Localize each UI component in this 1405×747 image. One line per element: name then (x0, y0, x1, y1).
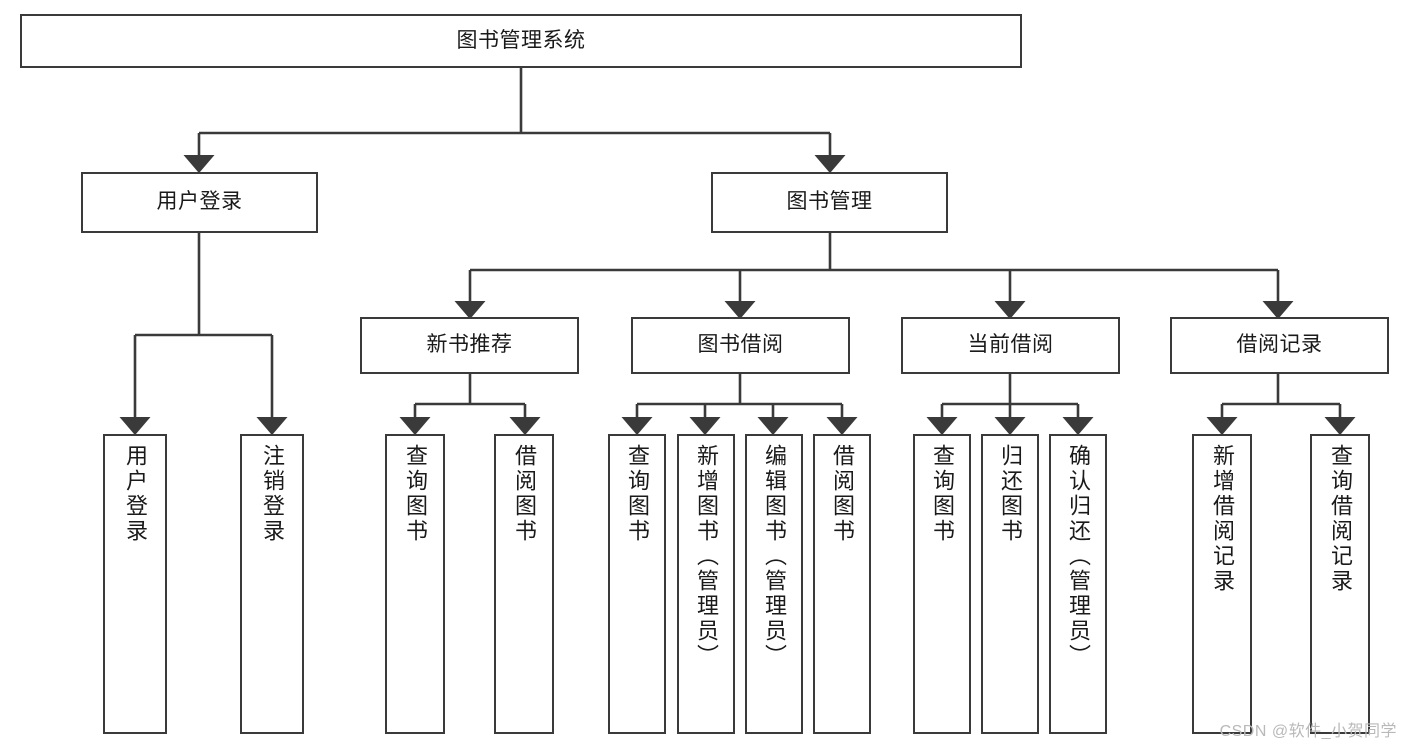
node-leaf-borrow-book-1[interactable]: 借阅图书 (494, 434, 554, 734)
node-leaf-add-book[interactable]: 新增图书（管理员） (677, 434, 735, 734)
node-leaf-borrow-book-1-label: 借阅图书 (512, 444, 537, 544)
node-borrow-record-label: 借阅记录 (1236, 333, 1323, 357)
node-leaf-edit-book-label: 编辑图书（管理员） (762, 444, 787, 669)
node-book-manage[interactable]: 图书管理 (711, 172, 948, 233)
node-current-borrow[interactable]: 当前借阅 (901, 317, 1120, 374)
node-book-borrow-label: 图书借阅 (697, 333, 784, 357)
node-leaf-query-book-2-label: 查询图书 (625, 444, 650, 544)
node-leaf-confirm-return-label: 确认归还（管理员） (1066, 444, 1091, 669)
node-leaf-logout-label: 注销登录 (260, 444, 285, 544)
node-leaf-borrow-book-2[interactable]: 借阅图书 (813, 434, 871, 734)
node-leaf-add-book-label: 新增图书（管理员） (694, 444, 719, 669)
node-leaf-query-book-3[interactable]: 查询图书 (913, 434, 971, 734)
node-current-borrow-label: 当前借阅 (967, 333, 1054, 357)
node-leaf-query-book-3-label: 查询图书 (930, 444, 955, 544)
node-leaf-add-record[interactable]: 新增借阅记录 (1192, 434, 1252, 734)
node-leaf-borrow-book-2-label: 借阅图书 (830, 444, 855, 544)
node-borrow-record[interactable]: 借阅记录 (1170, 317, 1389, 374)
node-leaf-query-book-1[interactable]: 查询图书 (385, 434, 445, 734)
node-leaf-return-book[interactable]: 归还图书 (981, 434, 1039, 734)
node-leaf-confirm-return[interactable]: 确认归还（管理员） (1049, 434, 1107, 734)
node-leaf-user-login[interactable]: 用户登录 (103, 434, 167, 734)
node-leaf-query-record[interactable]: 查询借阅记录 (1310, 434, 1370, 734)
node-book-borrow[interactable]: 图书借阅 (631, 317, 850, 374)
watermark: CSDN @软件_小贺同学 (1219, 723, 1397, 740)
node-root[interactable]: 图书管理系统 (20, 14, 1022, 68)
node-leaf-query-book-2[interactable]: 查询图书 (608, 434, 666, 734)
node-user-login-label: 用户登录 (156, 190, 243, 214)
node-book-manage-label: 图书管理 (786, 190, 873, 214)
node-user-login[interactable]: 用户登录 (81, 172, 318, 233)
node-root-label: 图书管理系统 (456, 28, 586, 52)
node-leaf-add-record-label: 新增借阅记录 (1210, 444, 1235, 594)
node-leaf-query-book-1-label: 查询图书 (403, 444, 428, 544)
node-leaf-user-login-label: 用户登录 (123, 444, 148, 544)
node-new-book-rec[interactable]: 新书推荐 (360, 317, 579, 374)
node-leaf-logout[interactable]: 注销登录 (240, 434, 304, 734)
node-leaf-return-book-label: 归还图书 (998, 444, 1023, 544)
node-new-book-rec-label: 新书推荐 (426, 333, 513, 357)
node-leaf-query-record-label: 查询借阅记录 (1328, 444, 1353, 594)
node-leaf-edit-book[interactable]: 编辑图书（管理员） (745, 434, 803, 734)
